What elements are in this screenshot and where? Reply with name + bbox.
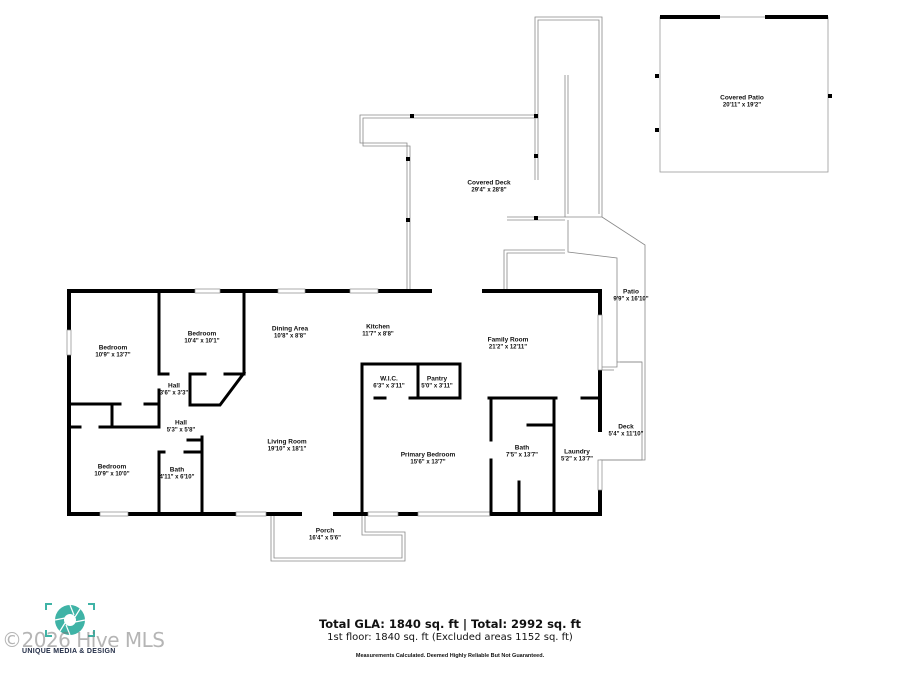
room-name: Living Room [267,438,307,446]
room-name: Kitchen [366,323,390,331]
room-dimensions: 5'4" x 11'10" [608,431,644,438]
room-dimensions: 20'11" x 19'2" [722,102,762,109]
room-dimensions: 5'2" x 13'7" [561,456,593,463]
room-name: Bath [169,466,185,474]
room-hall-1: Hall 3'6" x 3'3" [160,383,189,398]
camera-aperture-logo-icon [45,603,95,637]
room-dimensions: 10'8" x 8'8" [274,333,306,340]
room-name: Bedroom [187,330,217,338]
room-dimensions: 15'6" x 13'7" [410,459,446,466]
deck-outline [600,361,643,461]
room-name: Covered Patio [720,94,764,102]
room-dimensions: 7'5" x 13'7" [506,452,538,459]
room-family-room: Family Room 21'2" x 12'11" [488,337,529,352]
room-name: Hall [175,419,187,427]
room-name: Covered Deck [467,179,511,187]
room-covered-deck: Covered Deck 29'4" x 28'8" [467,180,510,195]
room-bath-1: Bath 4'11" x 6'10" [160,467,195,482]
room-dimensions: 4'11" x 6'10" [159,474,195,481]
room-bedroom-3: Bedroom 10'9" x 10'0" [94,464,129,479]
room-kitchen: Kitchen 11'7" x 8'8" [362,324,394,339]
covered-deck-outline [359,16,646,461]
room-bedroom-2: Bedroom 10'4" x 10'1" [184,331,219,346]
room-primary-bedroom: Primary Bedroom 15'6" x 13'7" [401,452,456,467]
room-living-room: Living Room 19'10" x 18'1" [267,439,306,454]
room-name: Bedroom [98,344,128,352]
exterior-walls [67,289,602,516]
room-laundry: Laundry 5'2" x 13'7" [561,449,593,464]
total-area-summary: Total GLA: 1840 sq. ft | Total: 2992 sq.… [318,617,582,631]
room-pantry: Pantry 5'0" x 3'11" [421,376,453,391]
room-name: Bath [514,444,530,452]
room-patio: Patio 9'9" x 16'10" [613,289,648,304]
copyright-watermark: ©2026 Hive MLS [2,628,165,652]
room-name: Pantry [426,375,448,383]
covered-deck-posts [406,114,538,222]
room-dimensions: 21'2" x 12'11" [488,344,528,351]
room-dining-area: Dining Area 10'8" x 8'8" [272,326,308,341]
room-dimensions: 5'3" x 5'8" [166,427,196,434]
floor-area-detail: 1st floor: 1840 sq. ft (Excluded areas 1… [327,632,573,643]
room-dimensions: 10'4" x 10'1" [184,338,220,345]
room-dimensions: 9'9" x 16'10" [613,296,649,303]
room-name: Deck [618,423,634,431]
room-hall-2: Hall 5'3" x 5'8" [167,420,196,435]
room-dimensions: 16'4" x 5'6" [309,535,341,542]
room-dimensions: 6'3" x 3'11" [373,383,405,390]
room-name: Porch [315,527,335,535]
room-name: Laundry [564,448,590,456]
room-dimensions: 11'7" x 8'8" [362,331,394,338]
room-dimensions: 10'9" x 10'0" [94,471,130,478]
room-wic: W.I.C. 6'3" x 3'11" [373,376,405,391]
windows [66,288,603,517]
company-name: UNIQUE MEDIA & DESIGN [22,648,116,655]
room-name: Bedroom [97,463,127,471]
room-bedroom-1: Bedroom 10'9" x 13'7" [95,345,130,360]
room-name: Family Room [487,336,529,344]
room-name: Patio [623,288,639,296]
room-porch: Porch 16'4" x 5'6" [309,528,341,543]
measurement-disclaimer: Measurements Calculated. Deemed Highly R… [355,653,545,659]
room-name: Primary Bedroom [400,451,456,459]
room-dimensions: 19'10" x 18'1" [267,446,307,453]
porch-outline [270,514,406,562]
room-dimensions: 5'0" x 3'11" [421,383,453,390]
room-deck: Deck 5'4" x 11'10" [609,424,644,439]
room-name: Hall [168,382,180,390]
room-dimensions: 3'6" x 3'3" [159,390,189,397]
room-dimensions: 29'4" x 28'8" [471,187,507,194]
room-bath-2: Bath 7'5" x 13'7" [506,445,538,460]
interior-walls [67,289,602,516]
covered-patio-outline [655,15,832,173]
room-covered-patio: Covered Patio 20'11" x 19'2" [720,95,764,110]
room-dimensions: 10'9" x 13'7" [95,352,131,359]
room-name: W.I.C. [380,375,398,383]
room-name: Dining Area [271,325,309,333]
